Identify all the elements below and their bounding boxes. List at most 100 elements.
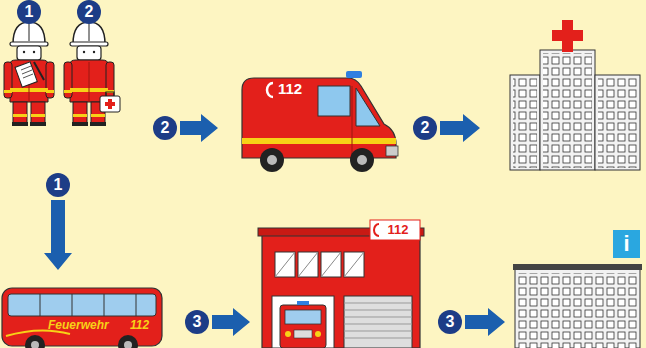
fire-bus [2, 288, 162, 346]
callout-number: 2 [413, 116, 437, 140]
hospital-building [598, 78, 637, 168]
hospital-building [510, 75, 540, 170]
firefighter-clipboard [4, 22, 54, 126]
firefighter-medic [105, 102, 115, 106]
fire-station [315, 331, 321, 337]
ambulance-van [242, 138, 396, 144]
fire-station [321, 252, 341, 277]
firefighter-medic [64, 22, 120, 126]
firefighter-clipboard [4, 22, 54, 126]
callout-number: 2 [153, 116, 177, 140]
firefighter-node: 2 [66, 0, 180, 135]
info-building [513, 230, 642, 348]
fire-station [280, 305, 326, 348]
fire-station [344, 252, 364, 277]
firefighter-medic [100, 92, 120, 112]
fire-station [258, 220, 424, 348]
fire-bus [136, 294, 137, 316]
hospital-building [595, 75, 640, 170]
info-node: i [505, 225, 646, 348]
fire-bus [40, 294, 41, 316]
firefighter-clipboard [34, 62, 44, 80]
bus-node: Feuerwehr 112 [0, 270, 212, 348]
fire-station [344, 310, 412, 311]
hospital-building [552, 30, 583, 41]
fire-station [344, 303, 412, 304]
firefighter-medic [100, 96, 120, 112]
ambulance-van [350, 148, 374, 172]
ambulance-van [386, 146, 398, 156]
fire-station [262, 232, 420, 348]
fire-station [344, 296, 412, 348]
emergency-number: 112 [380, 220, 416, 240]
callout-number: 1 [46, 173, 70, 197]
flow-arrow [44, 200, 72, 270]
fire-station [344, 338, 412, 339]
fire-bus [104, 294, 105, 316]
callout-number: 3 [185, 310, 209, 334]
fire-bus [25, 335, 45, 348]
ambulance-van [242, 71, 398, 172]
hospital-building [510, 20, 640, 170]
fire-station [370, 220, 420, 240]
fire-bus [2, 288, 162, 348]
fire-bus [72, 294, 73, 316]
fire-station [321, 252, 341, 277]
firefighter-clipboard [15, 62, 44, 87]
ambulance-van [242, 78, 396, 158]
hospital-building [513, 78, 537, 168]
ambulance-node: 112 [218, 60, 440, 175]
ambulance-van [267, 83, 273, 97]
hospital-node [480, 15, 646, 175]
flow-arrow [465, 308, 505, 336]
ambulance-van [356, 88, 380, 126]
fire-station [285, 331, 291, 337]
bus-lettering: 112 [130, 318, 156, 332]
fire-station [285, 310, 321, 324]
fire-bus [118, 335, 138, 348]
ambulance-van [346, 71, 362, 78]
firefighter-clipboard [22, 70, 32, 74]
fire-station [294, 330, 312, 338]
fire-station [275, 252, 295, 277]
firefighter-node: 1 [0, 0, 66, 200]
fire-station [374, 224, 379, 236]
firefighter-medic [106, 92, 114, 96]
info-building [518, 273, 637, 348]
callout-number: 1 [17, 0, 41, 24]
info-building [613, 230, 640, 258]
flow-arrow [180, 114, 218, 142]
ambulance-van [318, 86, 350, 116]
flow-arrow [212, 308, 250, 336]
fire-station [272, 296, 334, 348]
emergency-number: 112 [278, 80, 318, 98]
ambulance-van [357, 155, 367, 165]
fire-station [344, 324, 412, 325]
ambulance-van [267, 155, 277, 165]
hospital-building [543, 53, 592, 168]
bus-lettering: Feuerwehr [48, 318, 118, 332]
info-building [513, 264, 642, 270]
firefighter-clipboard [23, 74, 33, 78]
fire-station [344, 317, 412, 318]
firefighter-clipboard [21, 66, 31, 70]
ambulance-van [352, 86, 353, 155]
fire-station [275, 252, 295, 277]
fire-bus [31, 341, 39, 348]
info-building [515, 268, 640, 348]
fire-station [298, 252, 318, 277]
fire-station-node: 112 [250, 215, 465, 348]
fire-station [344, 252, 364, 277]
fire-station [344, 331, 412, 332]
fire-bus [124, 341, 132, 348]
hospital-building [540, 50, 595, 170]
callout-number: 2 [77, 0, 101, 24]
fire-bus [8, 294, 156, 316]
callout-number: 3 [438, 310, 462, 334]
firefighter-clipboard [15, 62, 37, 87]
flow-arrow [440, 114, 480, 142]
info-sign: i [613, 230, 640, 258]
fire-station [297, 301, 309, 305]
